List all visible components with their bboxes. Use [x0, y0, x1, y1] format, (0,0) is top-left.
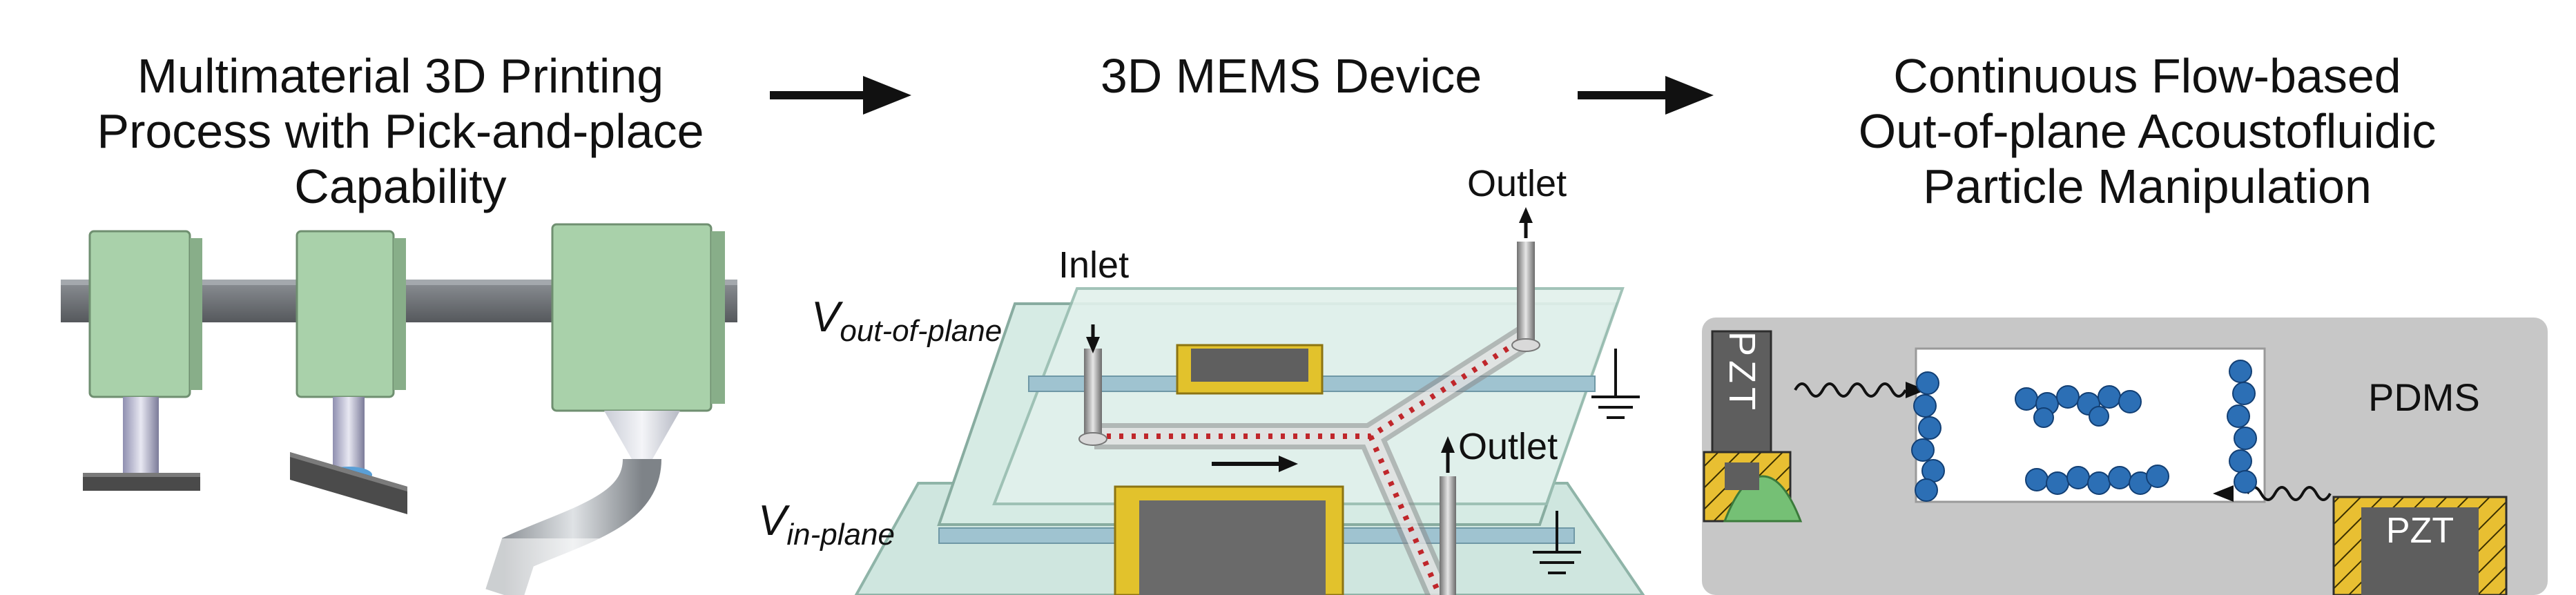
outlet-top-label: Outlet	[1467, 163, 1567, 204]
inlet-label: Inlet	[1058, 244, 1129, 286]
pzt-left: PZT	[1703, 330, 1803, 523]
v-in-sub: in-plane	[786, 518, 895, 552]
panel-title-printing: Multimaterial 3D Printing Process with P…	[97, 49, 704, 213]
pzt-right-label: PZT	[2386, 511, 2454, 551]
microchannel	[1094, 325, 1533, 595]
outlet-pin-middle	[1440, 436, 1456, 595]
pdms-label: PDMS	[2368, 375, 2480, 419]
pzt-right: PZT	[2332, 496, 2508, 595]
process-arrow-2	[1578, 76, 1714, 115]
acoustic-wave-left	[1794, 382, 1907, 398]
printer-illustration	[0, 223, 773, 595]
process-arrow-1	[770, 76, 911, 115]
acoustofluidic-illustration: PZT PZT	[1702, 318, 2548, 595]
particles	[1911, 360, 2257, 502]
v-out-main: V	[811, 293, 844, 341]
inlet-pin	[1078, 324, 1107, 446]
ground-symbol-top	[1591, 349, 1640, 419]
outlet-pin-top	[1511, 207, 1540, 352]
ground-symbol-bottom	[1533, 511, 1581, 574]
printhead-1	[83, 230, 202, 491]
panel-title-acoustofluidic: Continuous Flow-based Out-of-plane Acous…	[1858, 49, 2437, 213]
printhead-2-pick-and-place	[290, 230, 407, 514]
v-out-of-plane-label: Vout-of-plane	[811, 293, 1002, 348]
v-in-plane-label: Vin-plane	[758, 497, 895, 552]
acoustic-wave-right	[2246, 486, 2332, 501]
mems-device-illustration: Inlet Outlet Outlet Vout-of-plane Vin-pl…	[758, 163, 1645, 595]
v-in-main: V	[758, 497, 791, 545]
outlet-middle-label: Outlet	[1458, 426, 1558, 467]
v-out-sub: out-of-plane	[840, 314, 1002, 348]
panel-title-mems: 3D MEMS Device	[1100, 49, 1482, 103]
pzt-left-label: PZT	[1721, 331, 1763, 414]
